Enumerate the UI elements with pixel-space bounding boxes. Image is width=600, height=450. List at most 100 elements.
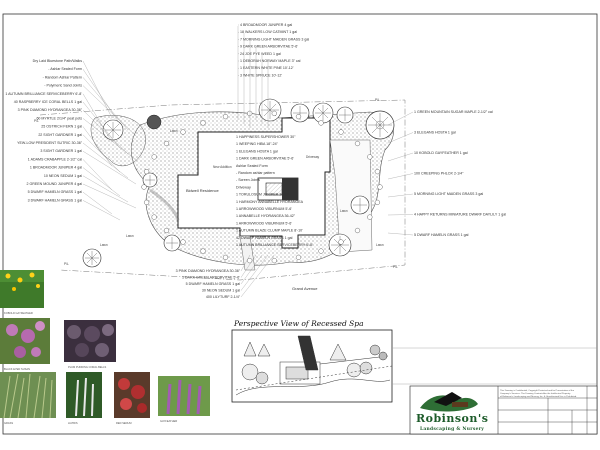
leader-line	[387, 132, 414, 144]
plant-callout: 100 CREEPING PHLOX 2-1/4"	[414, 172, 464, 176]
shrub-symbol	[377, 184, 383, 190]
shrub-symbol	[222, 113, 229, 120]
photo-caption: GAYFEATHER	[160, 419, 177, 423]
plant-callout: Dry Laid Bluestone Path/Walks	[33, 59, 83, 63]
copyright-note-line: This Drawing is Confidential, Copyright …	[500, 389, 575, 392]
plant-callout: 5 DWARF HAMELN GRASS 1 gal	[186, 282, 241, 286]
plant-callout: 1 ELEGANS HOSTA 1 gal	[236, 149, 278, 153]
plant-callout: 60 MYRTLE 2/1/4" peat pots	[36, 116, 82, 120]
plant-photo	[0, 318, 50, 364]
plant-photo-gallery: KOBOLD GAYFEATHER BLACK EYED SUSAN PLUM …	[0, 270, 210, 425]
plant-callout: Driveway	[236, 185, 251, 189]
plant-callout: 1 GREEN MOUNTAIN SUGAR MAPLE 2-1/2" cal	[414, 110, 493, 114]
shrub-symbol	[151, 214, 157, 220]
plant-callout: 1 AUTUMN BRILLIANCE SERVICEBERRY 6'-8'	[236, 243, 313, 247]
plant-callout: 1 ARROWWOOD VIBURNUM 5'-6'	[236, 207, 292, 211]
lawn-label: Lawn	[376, 243, 384, 247]
shrub-symbol	[144, 169, 150, 175]
residence-label: Bidwell Residence	[186, 188, 219, 193]
photo-caption: KOBOLD GAYFEATHER	[4, 311, 33, 315]
property-line-label: P/L	[393, 265, 398, 269]
leader-line	[82, 175, 129, 203]
property-line-label: P/L	[375, 98, 380, 102]
driveway-label: Driveway	[306, 155, 320, 159]
plant-callout: 24 JOE PYE WEED 1 gal	[240, 52, 281, 56]
company-subtitle: Landscaping & Nursery	[420, 427, 484, 432]
photo-caption: RED SEDUM	[116, 421, 132, 425]
shrub-symbol	[222, 254, 229, 261]
leader-line	[82, 60, 113, 119]
plant-callout: 1 AUTUMN BRILLIANCE SERVICEBERRY 6'-8'	[5, 92, 82, 96]
shrub-symbol	[338, 129, 344, 135]
shrub-symbol	[318, 248, 324, 254]
shrub-rows	[141, 110, 383, 264]
plant-callout: 30 NEON SEDUM 1 gal	[202, 289, 240, 293]
plant-callout: 22 SIGHT GARDNER 1 gal	[38, 133, 82, 137]
leader-line	[82, 85, 137, 137]
plant-photo	[0, 372, 56, 419]
leader-line	[82, 192, 113, 215]
leader-line	[82, 142, 129, 179]
sheet-border	[2, 13, 598, 435]
shrub-symbol	[295, 113, 302, 120]
plant-callout: 1 HARMONY ANNABELLE HYDRANGEA	[236, 200, 304, 204]
plant-callout: YEW-LOW PRESIDENT SUTRIC 30-36"	[17, 141, 83, 145]
photo-caption: GRASS	[4, 421, 13, 425]
shrub-symbol	[354, 227, 361, 234]
plant-callout: 3 DWARF HAMELN GRASS 1 gal	[28, 198, 83, 202]
leader-line	[82, 110, 129, 155]
leader-line	[82, 159, 113, 191]
leader-line	[82, 126, 113, 167]
plant-callout: 3 ELEGANS HOSTA 1 gal	[414, 131, 456, 135]
copyright-note-line: Company's Services. The Drawing Contents…	[500, 392, 571, 395]
shrub-symbol	[180, 129, 186, 135]
plant-callout: 10 NEON SEDUM 1 gal	[44, 174, 82, 178]
plant-callout: - Ashlar Sealed Form	[48, 67, 82, 71]
plant-callout: 3 WHITE SPRUCE 10'-12'	[240, 73, 282, 77]
company-logo: Robinson's Landscaping & Nursery	[416, 392, 488, 432]
plant-callout: 1 AUTUMN BLAZE CLUMP MAPLE 8'-10'	[236, 229, 303, 233]
plant-callout: 5 DWARF HAMELN GRASS 1 gal	[28, 190, 83, 194]
lawn-label: Lawn	[126, 234, 134, 238]
leader-line	[387, 232, 414, 236]
plant-callout: Ashlar Sealed Form	[236, 164, 268, 168]
shrub-symbol	[144, 199, 150, 206]
plant-callout: 25 OSTRICH FERN 1 gal	[41, 125, 82, 129]
plant-callout: 1 ARROWWOOD VIBURNUM 5'-6'	[236, 221, 292, 225]
plant-callout: 400 LILYTURF 2-1/4"	[206, 295, 241, 299]
leader-line	[82, 151, 137, 185]
lawn-label: Lawn	[100, 243, 108, 247]
shrub-symbol	[367, 154, 373, 160]
plant-callout: 3 SIGHT GARDNER 1 gal	[40, 149, 82, 153]
plant-callout: 1 DEBORAH NORWAY MAPLE 3" cal	[240, 59, 301, 63]
plant-callout: 1 DARK GREEN ARBORVITAE 5'-6'	[236, 157, 294, 161]
shrub-symbol	[374, 169, 381, 175]
shrub-symbol	[374, 199, 381, 206]
plant-callout: 5 DWARF HAMELN GRASS 1 gal	[414, 233, 469, 237]
street-label: Grand Avenue	[292, 286, 318, 291]
plant-callout: 3 PINK DIAMOND HYDRANGEA 30-36"	[18, 108, 83, 112]
shrub-symbol	[141, 184, 147, 190]
plant-callout: 3 PINK DIAMOND HYDRANGEA 30-36"	[176, 269, 241, 273]
leader-line	[240, 254, 275, 298]
plant-photo	[158, 376, 210, 416]
leader-line	[240, 254, 263, 285]
plant-callout: 1 ANNABELLE HYDRANGEA 36-42"	[236, 214, 296, 218]
shrub-symbol	[367, 214, 373, 220]
shrub-symbol	[271, 258, 277, 264]
leader-line	[240, 254, 257, 278]
plant-callout: 1 DARK GREEN ARBORVITAE 5'-6'	[182, 276, 240, 280]
leader-line	[240, 254, 251, 272]
lawn-label: Lawn	[170, 129, 178, 133]
leader-line	[82, 200, 121, 221]
shrub-symbol	[338, 239, 344, 245]
new-addition-label: New Addition	[213, 165, 232, 169]
plant-callout: 10 KOBOLD GAYFEATHER 1 gal	[414, 151, 468, 155]
plant-photo	[0, 270, 44, 308]
plant-photo	[114, 372, 150, 418]
plant-callout: - Random ashlar pattern	[236, 171, 275, 175]
plant-photo	[66, 372, 102, 418]
plant-callout: 1 HAPPINESS SUPERSHOWER 30"	[236, 135, 296, 139]
